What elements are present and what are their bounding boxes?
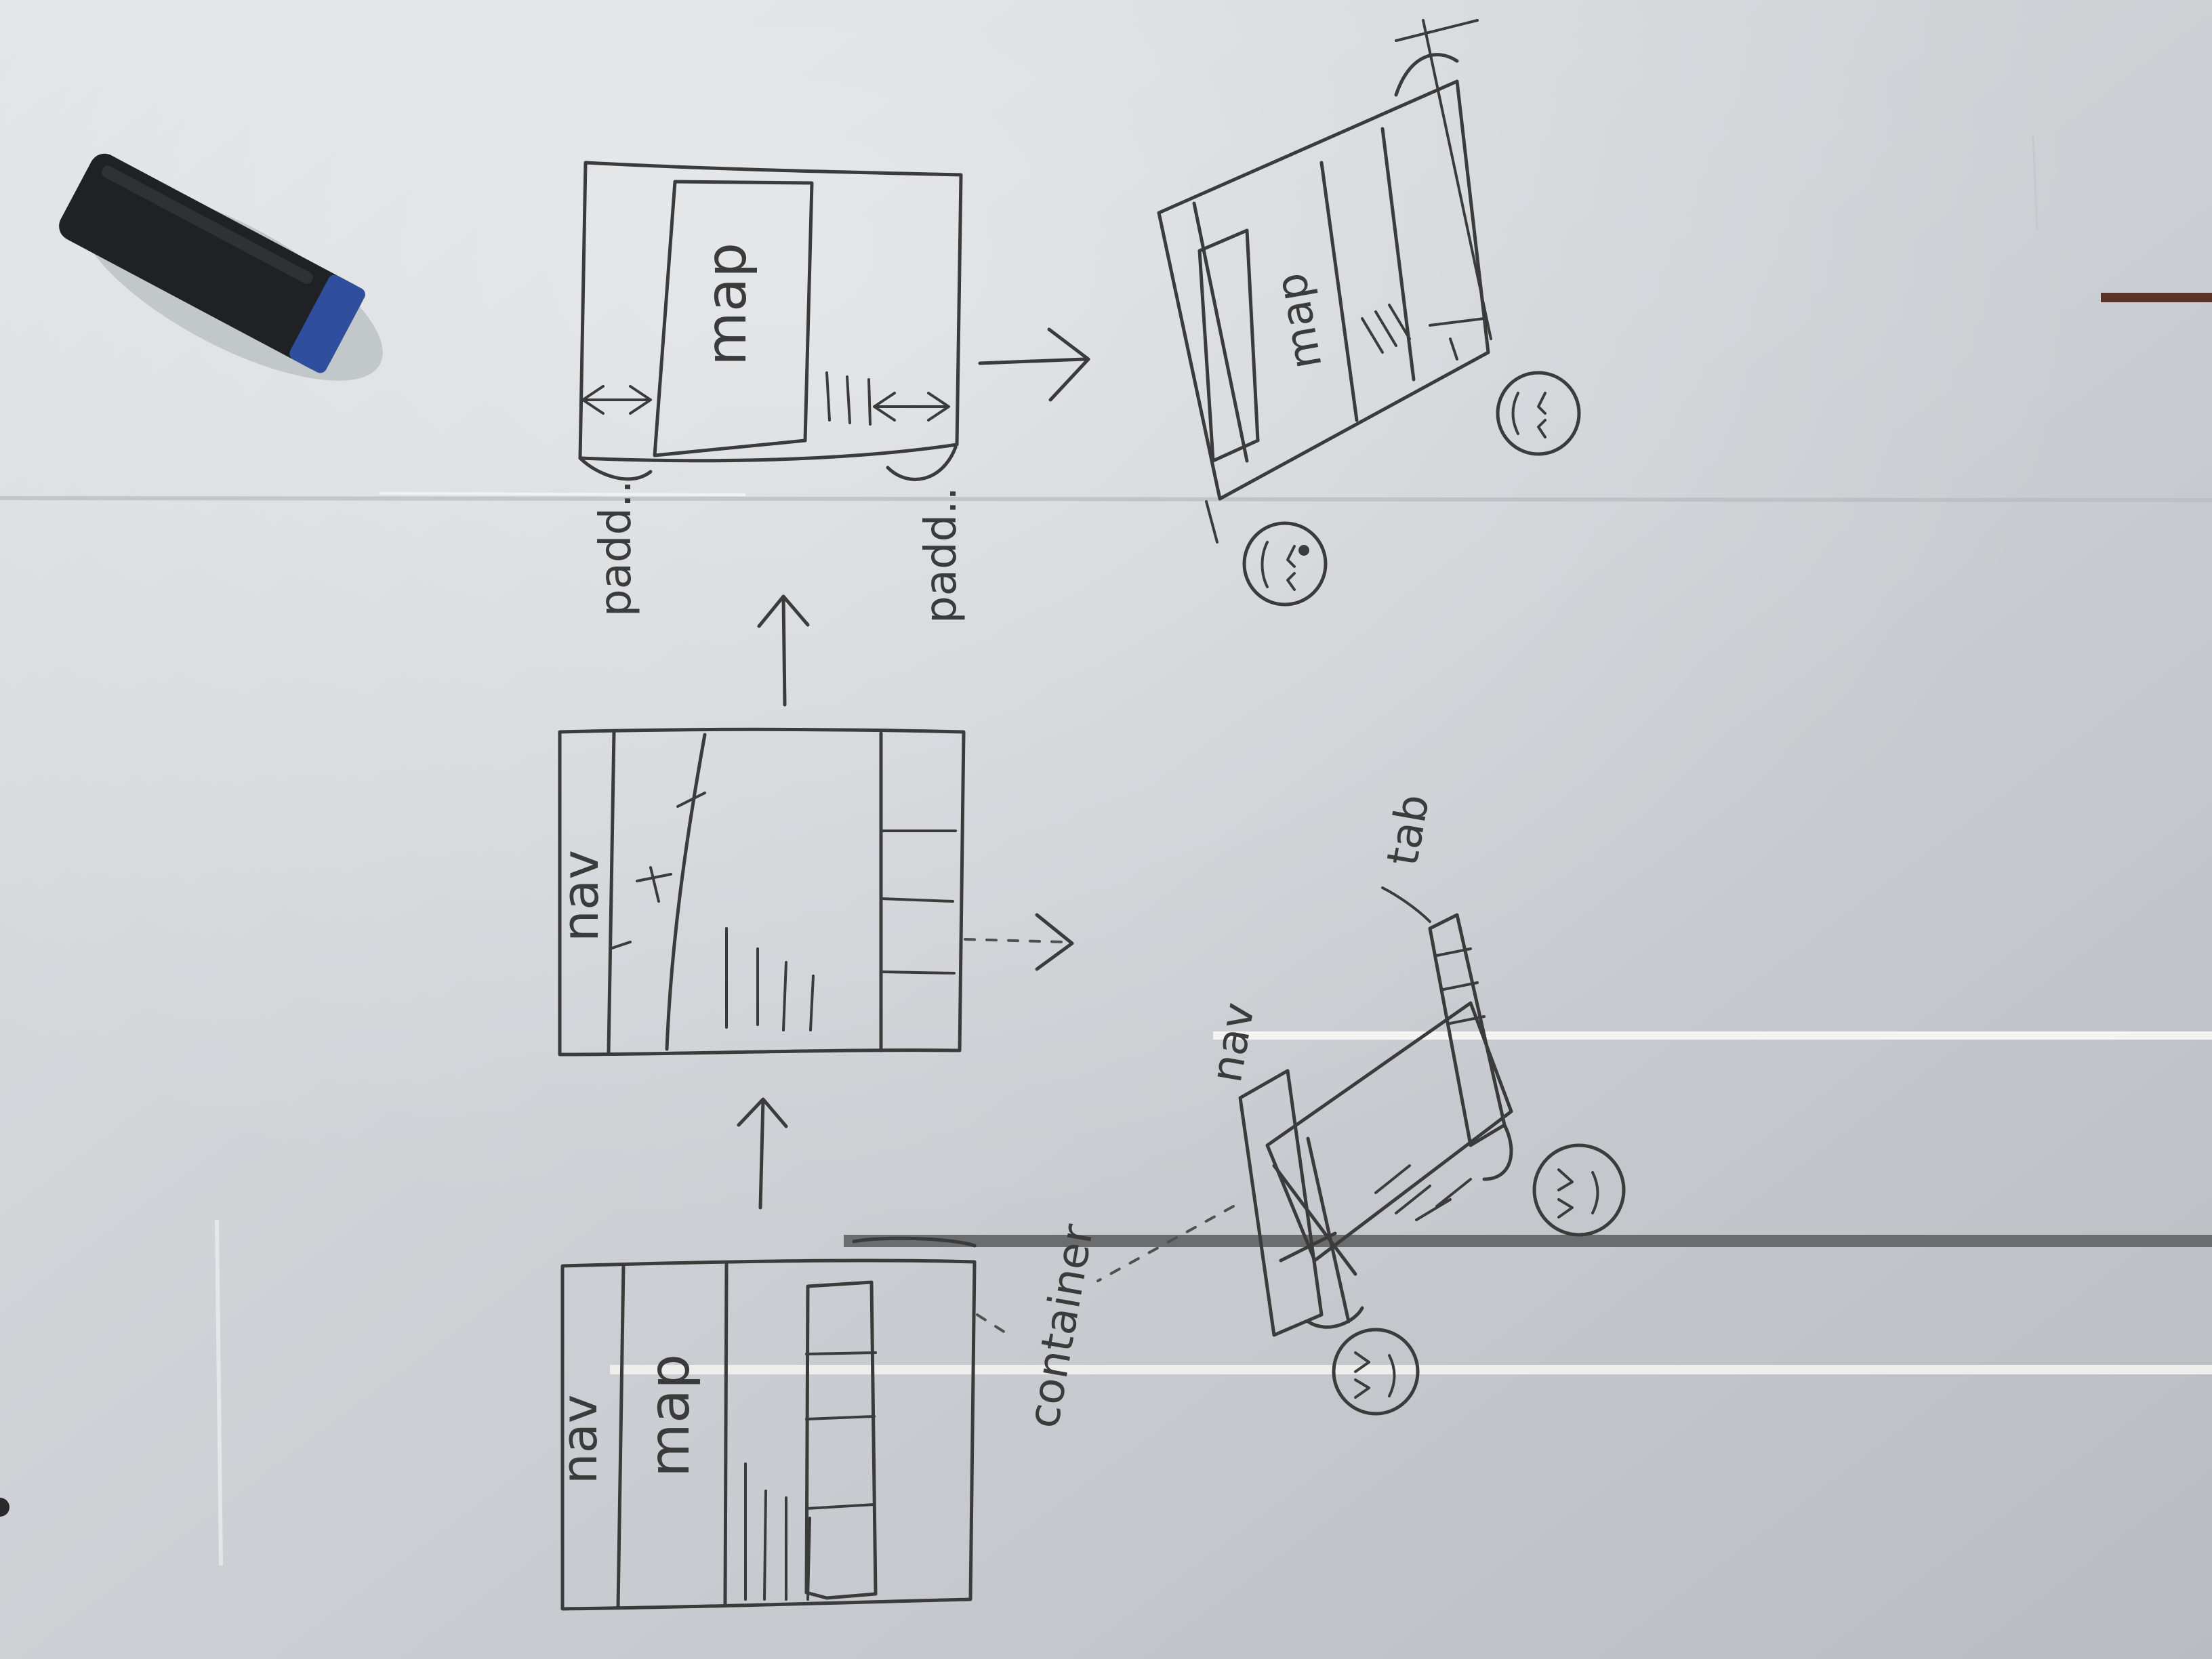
sketch1-map-label: map <box>638 1354 702 1477</box>
dashed-arrow-2-to-result <box>964 938 1065 943</box>
sketch2-nav-label: nav <box>552 850 610 942</box>
whiteboard-eraser-icon <box>59 153 383 381</box>
sketch-result-top: map <box>1157 19 1492 544</box>
glitch-band-dark <box>844 1235 2212 1247</box>
frown-face-icon <box>1332 1328 1420 1416</box>
glitch-band-light-1 <box>1213 1031 2212 1040</box>
arrow-1-to-2 <box>737 1097 788 1210</box>
sketch1-nav-label: nav <box>551 1395 608 1484</box>
marker-edge-icon <box>2101 293 2212 302</box>
sketch3-padd-left-label: padd.. <box>591 480 641 617</box>
marker-dot-icon <box>0 1498 9 1517</box>
happy-face-icon <box>1496 371 1581 456</box>
sketch-layout-3: map padd.. padd.. <box>578 161 966 623</box>
arrow-3-to-result <box>978 327 1090 402</box>
sketch3-padd-right-label: padd.. <box>916 487 966 623</box>
sketch3-map-label: map <box>695 243 759 366</box>
arrow-2-to-3 <box>757 594 810 707</box>
frown-face-icon <box>1532 1143 1626 1237</box>
happy-face-icon <box>1242 521 1328 607</box>
result-bottom-tab-label: tab <box>1378 791 1439 869</box>
glitch-band-light-2 <box>610 1365 2212 1374</box>
sketch-layout-2: nav <box>552 727 966 1057</box>
